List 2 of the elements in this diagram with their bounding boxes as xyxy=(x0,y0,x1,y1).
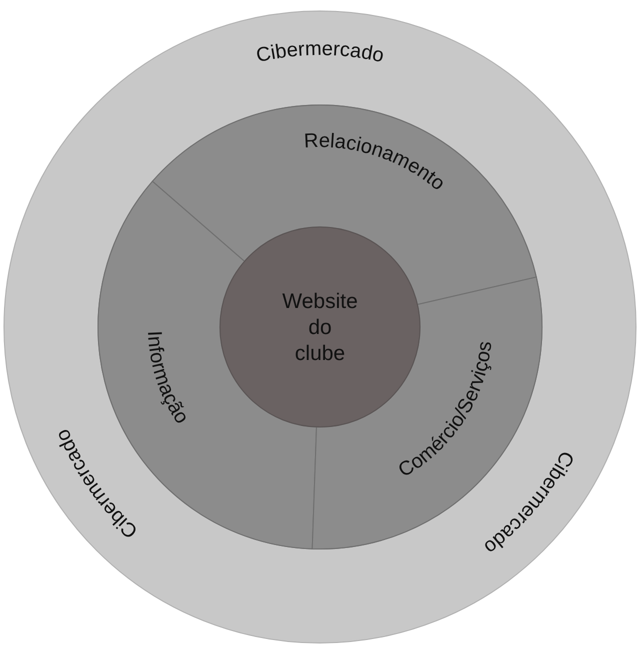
ring-label: Cibermercado xyxy=(254,38,386,68)
center-label: Website do clube xyxy=(282,290,358,365)
